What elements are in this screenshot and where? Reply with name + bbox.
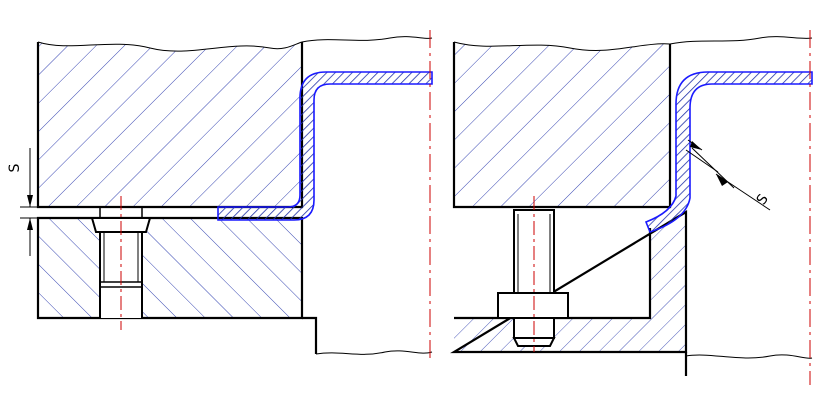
left-bottom-break <box>315 350 433 355</box>
right-bottom-break <box>685 354 813 359</box>
right-upper-die-break-line <box>453 41 671 51</box>
right-upper-die <box>454 42 670 207</box>
left-thickness-dimension: S <box>7 148 40 256</box>
right-bolt <box>497 209 569 347</box>
left-side-wall <box>302 316 318 354</box>
right-top-break <box>669 36 813 45</box>
right-upper-die-outline <box>452 42 672 209</box>
left-side-wall-top <box>301 36 433 43</box>
right-sheet-profile <box>644 71 813 233</box>
right-thickness-dimension: S <box>685 139 772 211</box>
left-upper-die-break-line <box>37 41 303 52</box>
left-view: S <box>7 30 433 360</box>
left-sheet-profile <box>217 71 433 221</box>
left-upper-die <box>38 42 302 207</box>
left-thickness-label: S <box>7 163 23 172</box>
left-lower-plate <box>38 218 302 318</box>
right-thickness-label: S <box>754 191 772 208</box>
right-view: S <box>450 30 813 385</box>
